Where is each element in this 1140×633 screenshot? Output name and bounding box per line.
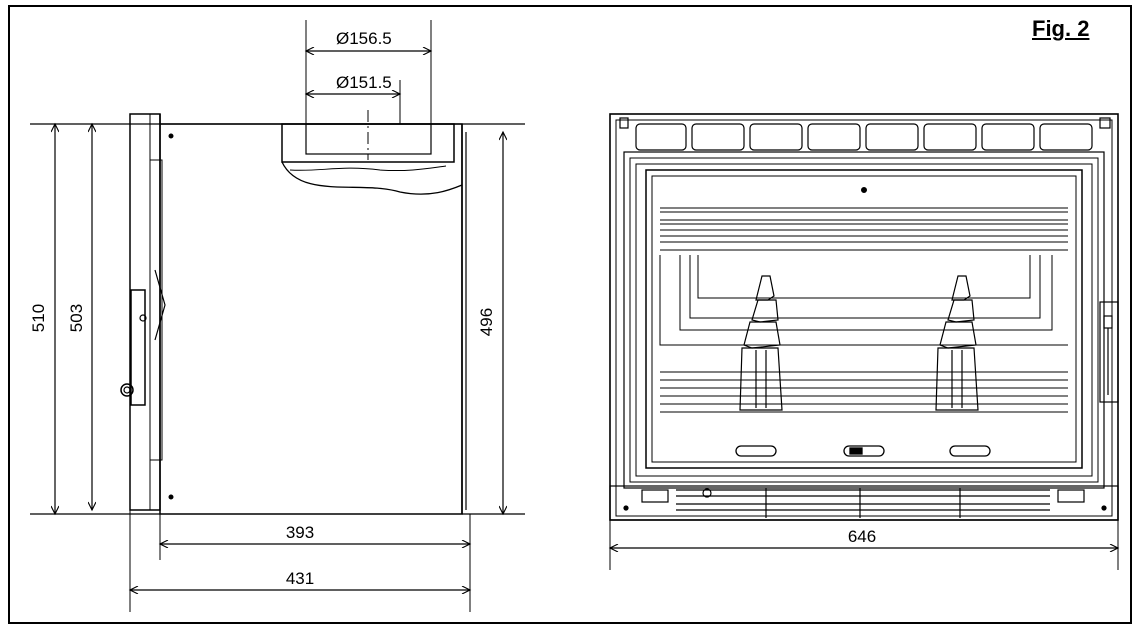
front-frame-outer <box>609 113 1119 521</box>
top-vents <box>619 117 1111 151</box>
andiron-left <box>739 275 783 411</box>
dim-height-overall: 510 <box>29 304 48 332</box>
dim-depth-body: 393 <box>286 523 314 542</box>
figure-border <box>8 5 1132 624</box>
stove-body <box>159 123 463 515</box>
dim-inner-diameter: Ø151.5 <box>336 73 392 92</box>
front-view <box>609 113 1119 570</box>
dim-width-overall: 646 <box>848 527 876 546</box>
baffle <box>660 207 1068 251</box>
side-handle <box>1099 301 1119 403</box>
andiron-right <box>935 275 979 411</box>
dim-height-rear: 496 <box>477 308 496 336</box>
door-handle <box>130 289 146 406</box>
dim-outer-diameter: Ø156.5 <box>336 29 392 48</box>
dim-depth-overall: 431 <box>286 569 314 588</box>
door-latches <box>735 445 991 457</box>
figure-label: Fig. 2 <box>1032 16 1090 41</box>
door-glass <box>645 169 1083 469</box>
dim-height-body: 503 <box>67 304 86 332</box>
bottom-air-vent <box>609 485 1119 521</box>
handle-knob <box>120 383 134 397</box>
side-view <box>30 20 525 612</box>
